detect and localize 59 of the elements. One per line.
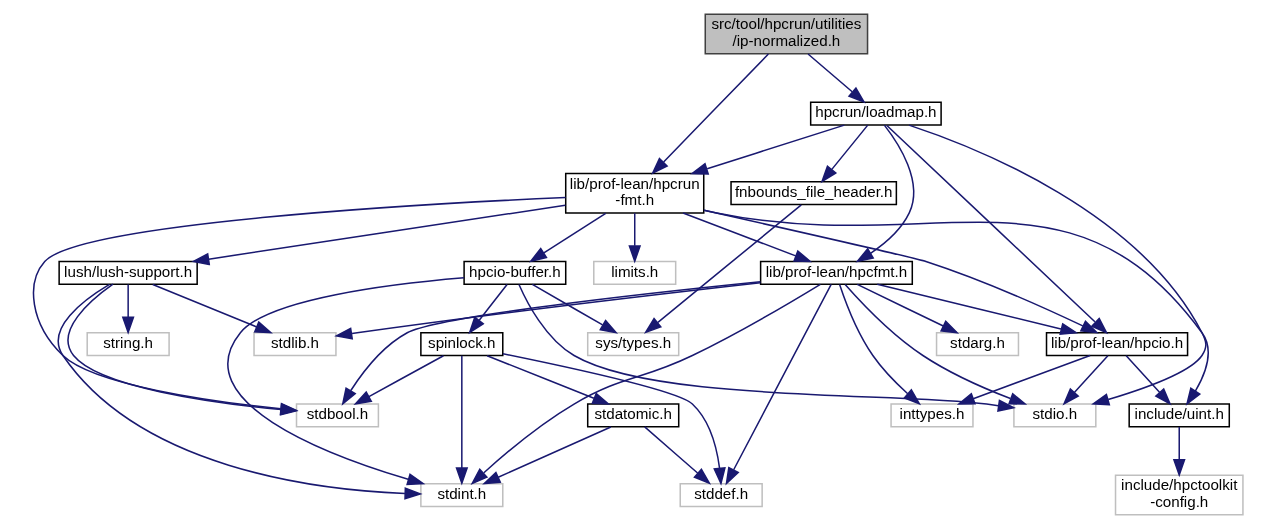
- arrow: [227, 276, 465, 486]
- arrow: [820, 124, 869, 184]
- node-box: lib/prof-lean/hpcio.h: [1045, 332, 1189, 357]
- arrow: [67, 283, 299, 416]
- node-box: inttypes.h: [890, 403, 974, 428]
- arrow: [682, 212, 813, 263]
- arrow: [455, 355, 469, 486]
- arrow: [643, 426, 712, 485]
- arrow: [334, 282, 762, 340]
- node-box: include/hpctoolkit -config.h: [1114, 474, 1244, 516]
- arrow: [886, 124, 1109, 335]
- arrow: [856, 283, 960, 334]
- node-box: lush/lush-support.h: [58, 260, 198, 285]
- node-box: stdlib.h: [253, 332, 337, 357]
- arrow: [651, 53, 770, 175]
- node-box: hpcio-buffer.h: [463, 260, 567, 285]
- arrow: [341, 281, 762, 406]
- arrow: [470, 283, 822, 486]
- node-box: stdint.h: [420, 482, 504, 508]
- arrow: [32, 196, 567, 416]
- node-box: stdbool.h: [295, 403, 380, 428]
- node-box: stdatomic.h: [586, 403, 680, 428]
- arrow: [1172, 426, 1186, 478]
- arrow: [807, 53, 866, 104]
- arrow: [725, 283, 832, 486]
- arrow: [876, 283, 1079, 336]
- arrow: [956, 354, 1091, 405]
- node-box: spinlock.h: [420, 332, 504, 357]
- arrow: [1125, 354, 1172, 406]
- arrow: [628, 212, 642, 264]
- node-box: hpcrun/loadmap.h: [809, 101, 942, 126]
- node-box: string.h: [86, 332, 170, 357]
- node-box: limits.h: [593, 260, 677, 285]
- arrow: [468, 283, 508, 335]
- arrow: [502, 353, 726, 486]
- node-box: stddef.h: [679, 482, 763, 508]
- node-box: lib/prof-lean/hpcfmt.h: [759, 260, 914, 285]
- arrow: [1062, 354, 1109, 406]
- arrow: [518, 283, 1016, 412]
- arrow: [191, 204, 567, 266]
- node-box: fnbounds_file_header.h: [730, 181, 898, 206]
- node-box: stdio.h: [1013, 403, 1097, 428]
- arrow: [531, 283, 619, 334]
- arrow: [643, 204, 803, 334]
- arrow: [482, 426, 612, 485]
- node-box: stdarg.h: [935, 332, 1020, 357]
- arrow: [57, 283, 423, 500]
- node-box: lib/prof-lean/hpcrun -fmt.h: [564, 172, 705, 214]
- arrow: [121, 283, 135, 335]
- node-box: src/tool/hpcrun/utilities /ip-normalized.h: [704, 13, 869, 55]
- arrow: [855, 124, 915, 263]
- arrow: [908, 124, 1207, 406]
- arrow: [528, 212, 607, 263]
- arrow: [689, 124, 846, 175]
- arrow: [152, 283, 273, 334]
- node-box: include/uint.h: [1128, 403, 1231, 428]
- arrow: [353, 354, 445, 406]
- arrow: [486, 354, 611, 405]
- node-box: sys/types.h: [586, 332, 680, 357]
